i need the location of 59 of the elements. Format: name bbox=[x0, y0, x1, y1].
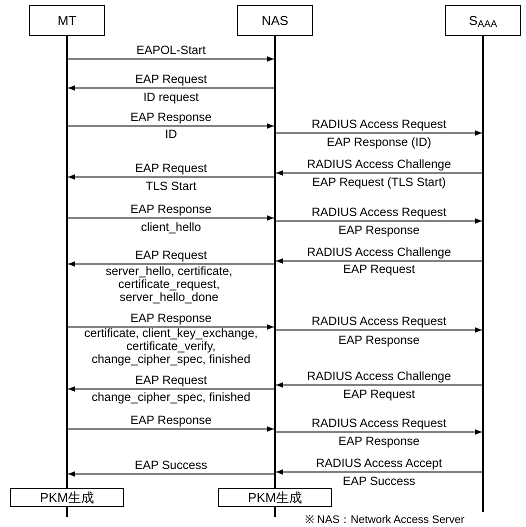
message-arrow bbox=[68, 471, 274, 477]
edge-label: RADIUS Access Challenge bbox=[306, 370, 452, 383]
edge-label: EAP Success bbox=[134, 459, 208, 472]
edge-label: RADIUS Access Challenge bbox=[306, 158, 452, 171]
message-note: EAP Success bbox=[342, 475, 416, 488]
process-box bbox=[10, 488, 124, 507]
message-arrow bbox=[68, 386, 274, 392]
message-arrow bbox=[276, 130, 482, 136]
message-arrow bbox=[68, 123, 274, 129]
edge-label: EAP Request bbox=[134, 73, 208, 86]
edge-label: RADIUS Access Request bbox=[310, 118, 448, 131]
message-arrow bbox=[276, 382, 482, 388]
edge-label: RADIUS Access Request bbox=[310, 315, 448, 328]
message-arrow bbox=[68, 174, 274, 180]
message-note: server_hello, certificate, certificate_request, server_hello_done bbox=[104, 265, 234, 304]
message-arrow bbox=[68, 426, 274, 432]
message-note: change_cipher_spec, finished bbox=[90, 391, 252, 404]
message-arrow bbox=[68, 215, 274, 221]
message-note: EAP Request (TLS Start) bbox=[311, 176, 447, 189]
message-note: TLS Start bbox=[144, 180, 198, 193]
message-note: ID bbox=[164, 128, 178, 141]
node-label: S$_{AAA}$ bbox=[468, 13, 498, 28]
edge-label: RADIUS Access Request bbox=[310, 417, 448, 430]
message-note: EAP Response bbox=[337, 224, 421, 237]
edge-label: EAP Request bbox=[134, 374, 208, 387]
edge-label: EAPOL-Start bbox=[135, 44, 207, 57]
footnote: ※ NAS：Network Access Server bbox=[305, 514, 464, 526]
message-note: EAP Response bbox=[337, 435, 421, 448]
edge-label: RADIUS Access Request bbox=[310, 206, 448, 219]
message-note: ID request bbox=[142, 91, 200, 104]
message-arrow bbox=[68, 85, 274, 91]
process-box bbox=[218, 488, 332, 507]
node-label: MT bbox=[58, 13, 76, 28]
edge-label: EAP Response bbox=[129, 111, 213, 124]
message-arrow bbox=[276, 327, 482, 333]
node-label: NAS bbox=[262, 13, 288, 28]
message-note: EAP Response (ID) bbox=[326, 136, 432, 149]
message-arrow bbox=[68, 324, 274, 330]
edge-label: RADIUS Access Challenge bbox=[306, 246, 452, 259]
message-arrow bbox=[68, 261, 274, 267]
message-arrow bbox=[276, 469, 482, 475]
message-arrow bbox=[68, 56, 274, 62]
message-arrow bbox=[276, 429, 482, 435]
edge-label: EAP Response bbox=[129, 312, 213, 325]
message-note: EAP Request bbox=[342, 388, 416, 401]
edge-label: EAP Response bbox=[129, 414, 213, 427]
edge-label: EAP Request bbox=[134, 249, 208, 262]
node-label: PKM生成 bbox=[248, 490, 302, 505]
edge-label: EAP Response bbox=[129, 203, 213, 216]
message-arrow bbox=[276, 218, 482, 224]
message-note: EAP Request bbox=[342, 263, 416, 276]
edge-label: EAP Request bbox=[134, 162, 208, 175]
message-note: EAP Response bbox=[337, 334, 421, 347]
message-arrow bbox=[276, 258, 482, 264]
edge-label: RADIUS Access Accept bbox=[314, 457, 444, 470]
message-arrow bbox=[276, 170, 482, 176]
message-note: certificate, client_key_exchange, certificate_verify, change_cipher_spec, finished bbox=[83, 327, 259, 366]
message-note: client_hello bbox=[140, 221, 202, 234]
node-label: PKM生成 bbox=[40, 490, 94, 505]
